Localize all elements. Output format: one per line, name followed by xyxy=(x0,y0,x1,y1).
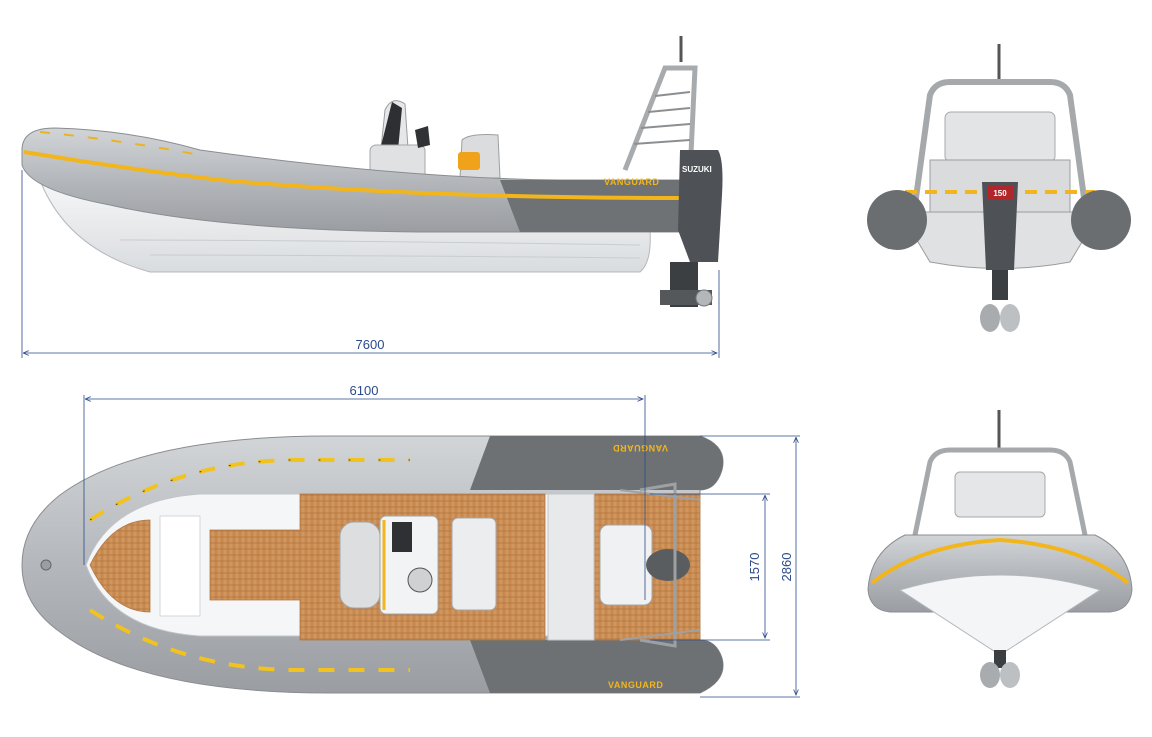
front-leg xyxy=(994,650,1006,668)
front-arch xyxy=(912,447,1088,536)
front-propeller xyxy=(980,662,1020,688)
top-outboard xyxy=(646,549,690,581)
top-seat xyxy=(451,517,497,611)
top-tube-dark-starboard xyxy=(470,640,724,693)
seat xyxy=(458,134,501,179)
front-hull xyxy=(898,574,1102,656)
side-tube-dark xyxy=(500,180,680,232)
top-brand-port: VANGUARD xyxy=(613,443,668,453)
arch-frame xyxy=(622,65,698,176)
aft-hatch xyxy=(599,524,653,606)
transom-bench xyxy=(547,493,595,641)
top-brand-starboard: VANGUARD xyxy=(608,680,663,690)
side-outboard: SUZUKI xyxy=(660,150,723,307)
top-arch-frame xyxy=(639,482,677,648)
rear-arch xyxy=(912,79,1088,206)
ladder-rungs xyxy=(633,91,691,145)
hull-strakes xyxy=(119,239,641,259)
rear-tube-starboard xyxy=(1071,190,1131,250)
rear-view: 150 xyxy=(867,44,1131,332)
side-engine-brand: SUZUKI xyxy=(682,165,712,174)
rear-engine-badge xyxy=(987,185,1013,199)
side-view: VANGUARD SUZUKI 7600 xyxy=(21,36,723,358)
top-console xyxy=(339,515,439,615)
top-tube-dark-port xyxy=(470,436,724,490)
anchor-locker xyxy=(159,515,201,617)
top-arch-braces xyxy=(619,489,701,641)
side-yellow-stripe xyxy=(23,150,681,200)
top-view: VANGUARD VANGUARD xyxy=(21,383,800,698)
rear-tube-port xyxy=(867,190,927,250)
rear-leg xyxy=(992,270,1008,300)
dim-overall-length-label: 7600 xyxy=(356,337,385,352)
dim-inner-beam-label: 1570 xyxy=(747,553,762,582)
rear-engine-model: 150 xyxy=(993,189,1007,198)
side-brand-label: VANGUARD xyxy=(604,177,659,187)
front-console xyxy=(954,471,1046,518)
dim-overall-beam-label: 2860 xyxy=(779,553,794,582)
front-view xyxy=(867,410,1133,688)
bow-eye xyxy=(40,559,52,571)
dim-hull-length-label: 6100 xyxy=(350,383,379,398)
tube-handles xyxy=(39,131,201,156)
rear-propeller xyxy=(980,304,1020,332)
console xyxy=(369,100,430,181)
front-stripe xyxy=(870,537,1130,585)
rear-outboard xyxy=(982,182,1018,270)
rear-console xyxy=(944,111,1056,163)
